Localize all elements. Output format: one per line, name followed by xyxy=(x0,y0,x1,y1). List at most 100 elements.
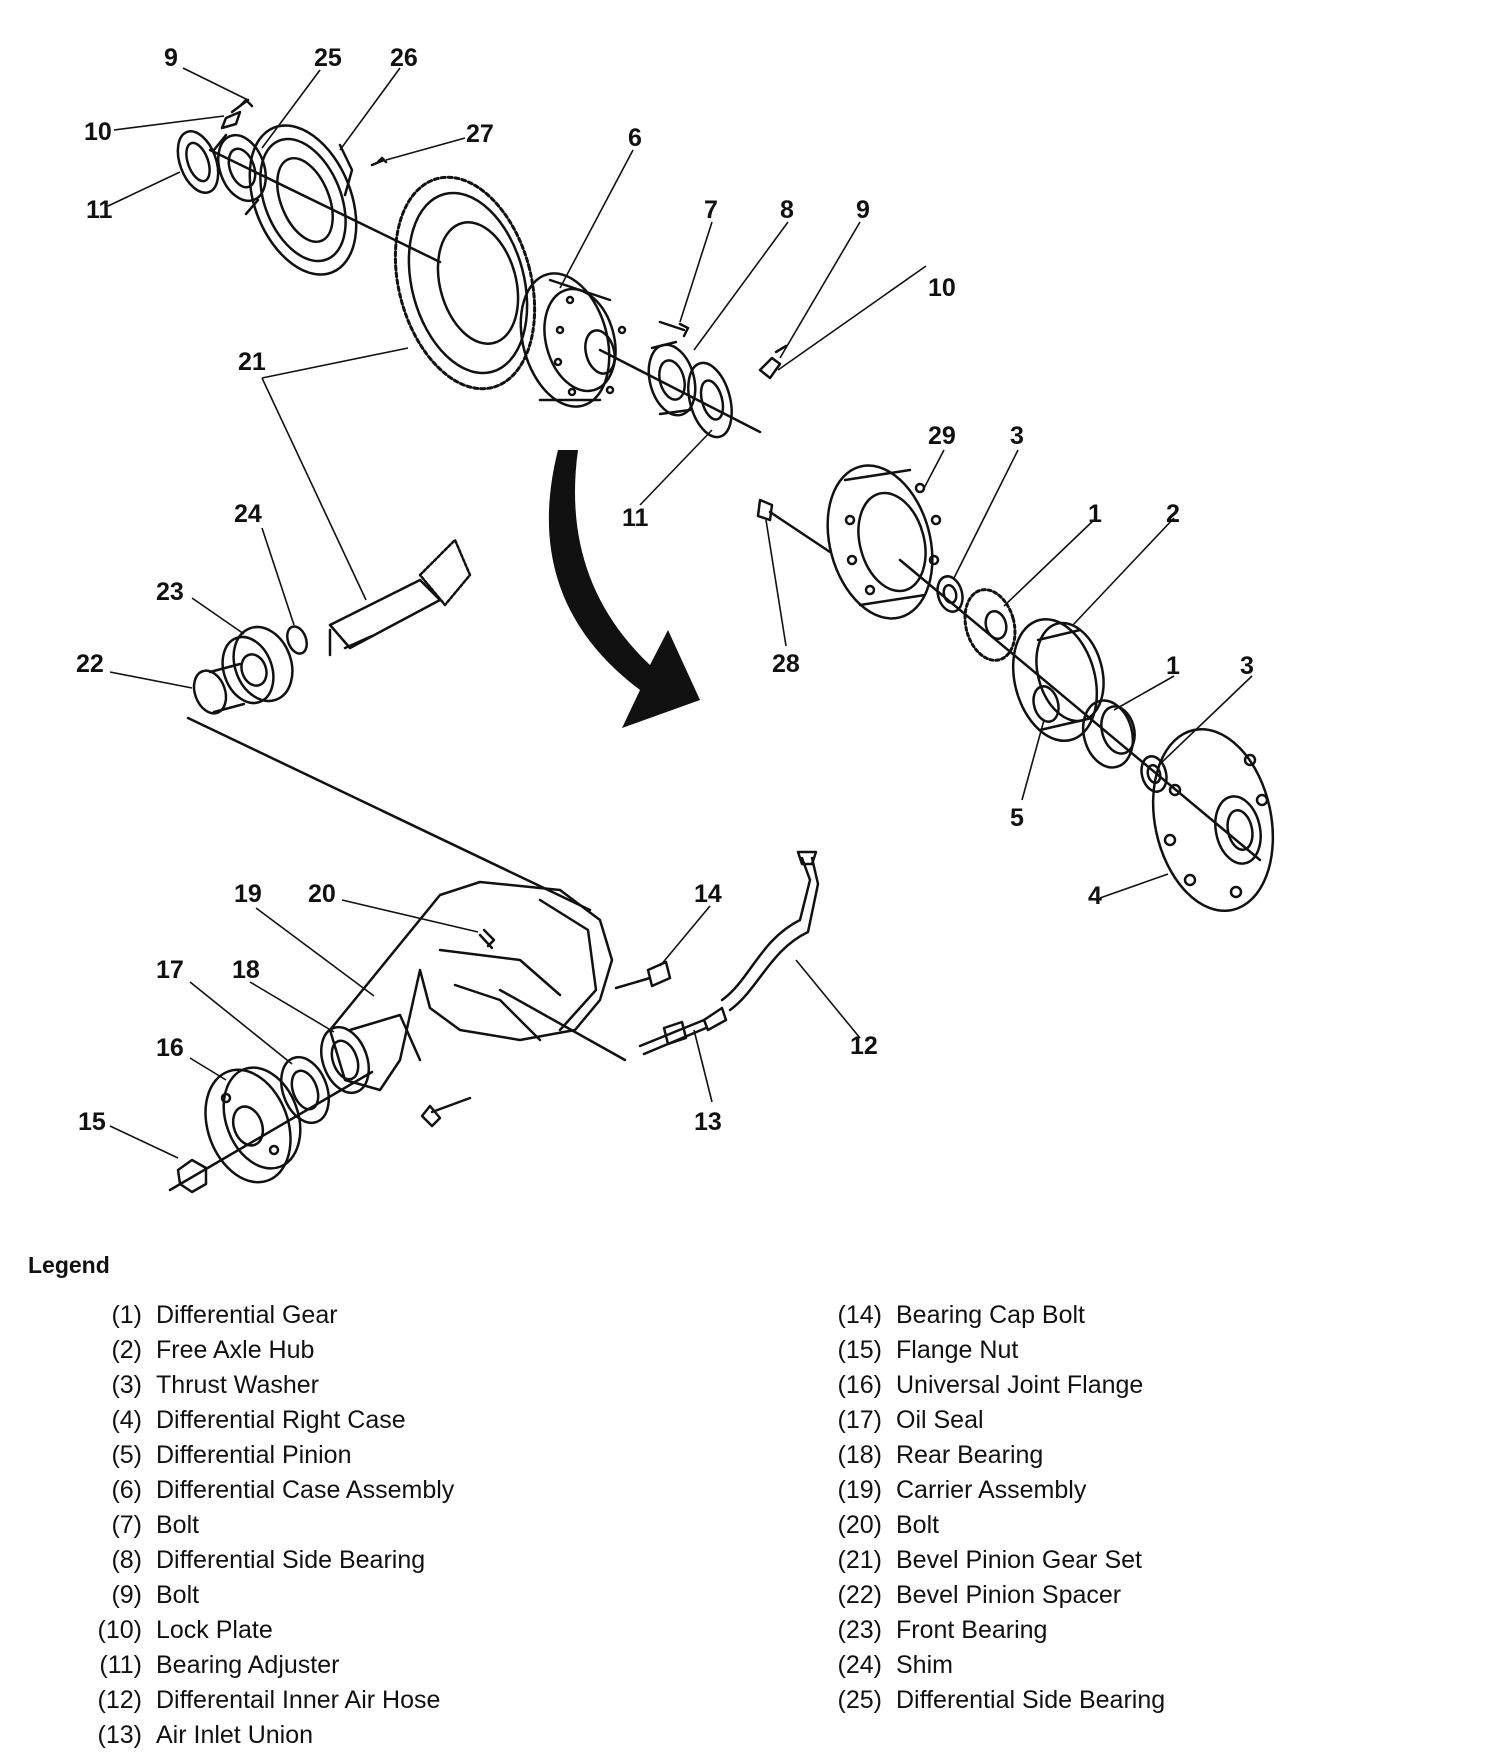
bearing-adjuster-top-part xyxy=(176,130,220,194)
leader-3b xyxy=(1159,675,1253,765)
center-axis-line xyxy=(598,348,762,434)
lock-plate-bolt-part xyxy=(758,344,788,380)
legend-item-number: (12) xyxy=(97,1686,142,1714)
pinion-gear-part xyxy=(328,538,472,657)
callout-3b: 3 xyxy=(1240,652,1254,680)
callout-26: 26 xyxy=(390,44,418,72)
callout-18: 18 xyxy=(232,956,260,984)
leader-20 xyxy=(341,899,479,933)
carrier-cover-part xyxy=(248,124,358,276)
legend-item-number: (21) xyxy=(837,1546,882,1574)
leader-9b xyxy=(779,221,861,359)
legend-item: (24)Shim xyxy=(800,1648,1165,1683)
legend-item: (25)Differential Side Bearing xyxy=(800,1683,1166,1718)
callout-10a: 10 xyxy=(84,118,112,146)
legend-item-number: (4) xyxy=(111,1406,142,1434)
differential-gear-1b-part xyxy=(1081,699,1136,769)
legend-item: (2) Free Axle Hub xyxy=(60,1333,454,1368)
legend-item-number: (24) xyxy=(837,1651,882,1679)
leader-13 xyxy=(693,1029,713,1103)
leader-3a xyxy=(953,449,1019,579)
assembly-direction-arrow xyxy=(548,450,700,728)
callout-11a: 11 xyxy=(86,196,113,224)
legend-item-number: (11) xyxy=(99,1651,142,1679)
callout-8: 8 xyxy=(780,196,794,224)
callout-1b: 1 xyxy=(1166,652,1180,680)
legend-item: (22)Bevel Pinion Spacer xyxy=(800,1578,1165,1613)
legend-item: (15)Flange Nut xyxy=(800,1333,1165,1368)
legend-item-label: Differential Pinion xyxy=(156,1441,352,1469)
thrust-washer-3a-part xyxy=(936,575,964,613)
legend-item-label: Carrier Assembly xyxy=(896,1476,1087,1504)
legend-item: (10) Lock Plate xyxy=(60,1613,454,1648)
differential-pinion-part xyxy=(1032,685,1060,723)
legend-item: (16)Universal Joint Flange xyxy=(800,1368,1165,1403)
leader-16 xyxy=(189,1057,227,1081)
pinion-spacer-22-part xyxy=(192,662,246,715)
universal-joint-flange-16-part xyxy=(204,1066,302,1184)
leader-23 xyxy=(191,597,245,635)
legend-item-label: Universal Joint Flange xyxy=(896,1371,1144,1399)
legend-item: (20)Bolt xyxy=(800,1508,1165,1543)
leader-10b xyxy=(777,265,927,371)
legend-item-label: Bolt xyxy=(156,1581,200,1609)
leader-21b xyxy=(261,377,367,601)
legend-item: (23)Front Bearing xyxy=(800,1613,1165,1648)
legend-item-label: Free Axle Hub xyxy=(156,1336,315,1364)
callout-22: 22 xyxy=(76,650,104,678)
front-bearing-23-part xyxy=(221,625,294,705)
legend-item-number: (7) xyxy=(111,1511,142,1539)
legend-item-label: Air Inlet Union xyxy=(156,1721,314,1749)
callout-3a: 3 xyxy=(1010,422,1024,450)
side-bearing-8-part xyxy=(647,340,697,417)
legend-item-number: (10) xyxy=(97,1616,142,1644)
leader-2 xyxy=(1071,517,1175,627)
differential-gear-1a-part xyxy=(963,588,1017,662)
legend-item-label: Bearing Adjuster xyxy=(156,1651,340,1679)
legend-item: (13)Air Inlet Union xyxy=(60,1718,454,1753)
shim-24-part xyxy=(286,625,308,655)
right-axis-line xyxy=(898,558,1262,862)
leader-5 xyxy=(1021,719,1045,801)
air-inlet-union-13-part xyxy=(638,1006,728,1056)
bolt-28-part xyxy=(756,498,832,554)
legend-item-number: (2) xyxy=(111,1336,142,1364)
pinion-axis-line xyxy=(186,716,592,912)
callout-9b: 9 xyxy=(856,196,870,224)
leader-11b xyxy=(639,429,713,506)
legend-item-number: (22) xyxy=(837,1581,882,1609)
leader-8 xyxy=(693,221,789,351)
leader-14 xyxy=(659,905,711,967)
differential-left-case-29-part xyxy=(826,464,942,620)
legend-item-label: Differential Side Bearing xyxy=(896,1686,1166,1714)
legend-item: (17)Oil Seal xyxy=(800,1403,1165,1438)
legend-item-number: (17) xyxy=(837,1406,882,1434)
callout-5: 5 xyxy=(1010,804,1024,832)
callout-20: 20 xyxy=(308,880,336,908)
legend-item-label: Front Bearing xyxy=(896,1616,1048,1644)
legend-item-label: Bevel Pinion Gear Set xyxy=(896,1546,1142,1574)
callout-6: 6 xyxy=(628,124,642,152)
leader-15 xyxy=(109,1125,179,1159)
legend-item: (8)Differential Side Bearing xyxy=(60,1543,454,1578)
callout-7: 7 xyxy=(704,196,718,224)
leader-18 xyxy=(249,981,335,1033)
callout-23: 23 xyxy=(156,578,184,606)
legend-item-number: (8) xyxy=(111,1546,142,1574)
rear-bearing-18-part xyxy=(320,1025,370,1095)
legend-item-number: (18) xyxy=(837,1441,882,1469)
legend-item: (11) Bearing Adjuster xyxy=(60,1648,454,1683)
leader-10a xyxy=(113,115,225,131)
legend-item-label: Differential Gear xyxy=(156,1301,338,1329)
legend-item: (9)Bolt xyxy=(60,1578,454,1613)
legend-item-label: Differential Case Assembly xyxy=(156,1476,455,1504)
legend-item-label: Bolt xyxy=(156,1511,200,1539)
callout-17: 17 xyxy=(156,956,184,984)
leader-21 xyxy=(261,347,409,379)
leader-1a xyxy=(1003,517,1097,607)
leader-29 xyxy=(921,449,945,493)
legend-item: (7) Bolt xyxy=(60,1508,454,1543)
legend-item-label: Lock Plate xyxy=(156,1616,273,1644)
legend-item: (1)Differential Gear xyxy=(60,1298,454,1333)
legend-item: (3)Thrust Washer xyxy=(60,1368,454,1403)
